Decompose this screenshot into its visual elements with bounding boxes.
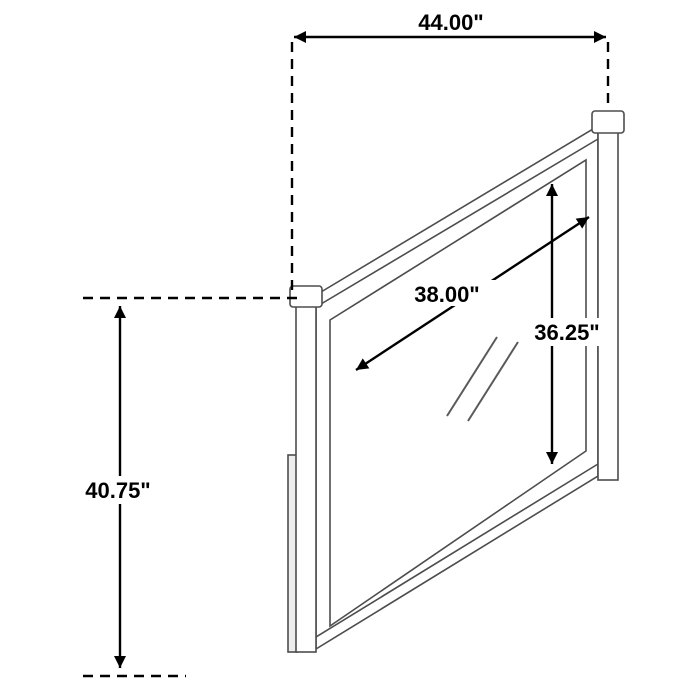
mirror-right-post-cap — [591, 110, 625, 134]
mirror-diagonal-width-label: 38.00" — [414, 282, 479, 307]
mirror-right-post — [597, 130, 619, 481]
mirror-left-post — [295, 304, 317, 653]
overall-width-label: 44.00" — [418, 10, 483, 35]
mirror-frame — [287, 110, 625, 653]
mirror-bottom-rail-line — [315, 463, 599, 638]
overall-height-label: 40.75" — [85, 478, 150, 503]
mirror-inner-height-label: 36.25" — [534, 320, 599, 345]
label-backgrounds — [72, 280, 616, 504]
mirror-left-post-cap — [289, 285, 323, 308]
extension-lines — [83, 42, 610, 678]
